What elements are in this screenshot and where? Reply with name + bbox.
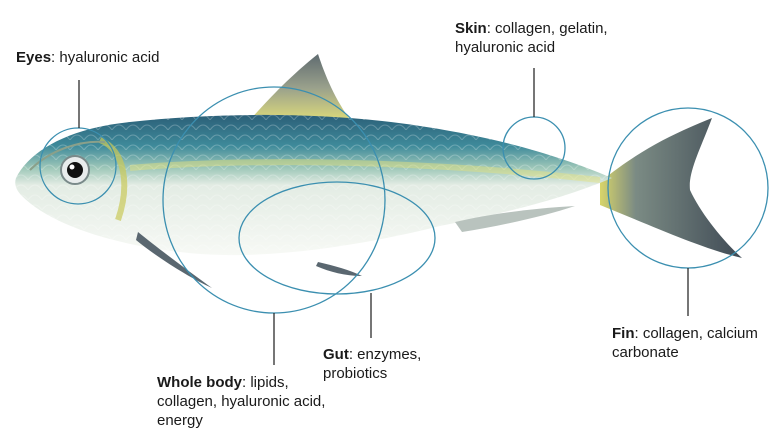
pelvic-fin xyxy=(316,262,362,276)
fin-desc: : collagen, calcium carbonate xyxy=(612,325,758,361)
whole-body-label: Whole body: lipids, collagen, hyaluronic… xyxy=(157,373,332,430)
whole-body-part: Whole body xyxy=(157,374,242,391)
skin-label: Skin: collagen, gelatin, hyaluronic acid xyxy=(455,19,675,57)
eyes-desc: : hyaluronic acid xyxy=(51,49,159,66)
eyes-part: Eyes xyxy=(16,49,51,66)
tail-fin xyxy=(600,118,742,258)
fin-part: Fin xyxy=(612,325,635,342)
eyes-label: Eyes: hyaluronic acid xyxy=(16,48,216,67)
fin-label: Fin: collagen, calcium carbonate xyxy=(612,324,783,362)
skin-part: Skin xyxy=(455,20,487,37)
gut-label: Gut: enzymes, probiotics xyxy=(323,345,473,383)
gut-part: Gut xyxy=(323,346,349,363)
